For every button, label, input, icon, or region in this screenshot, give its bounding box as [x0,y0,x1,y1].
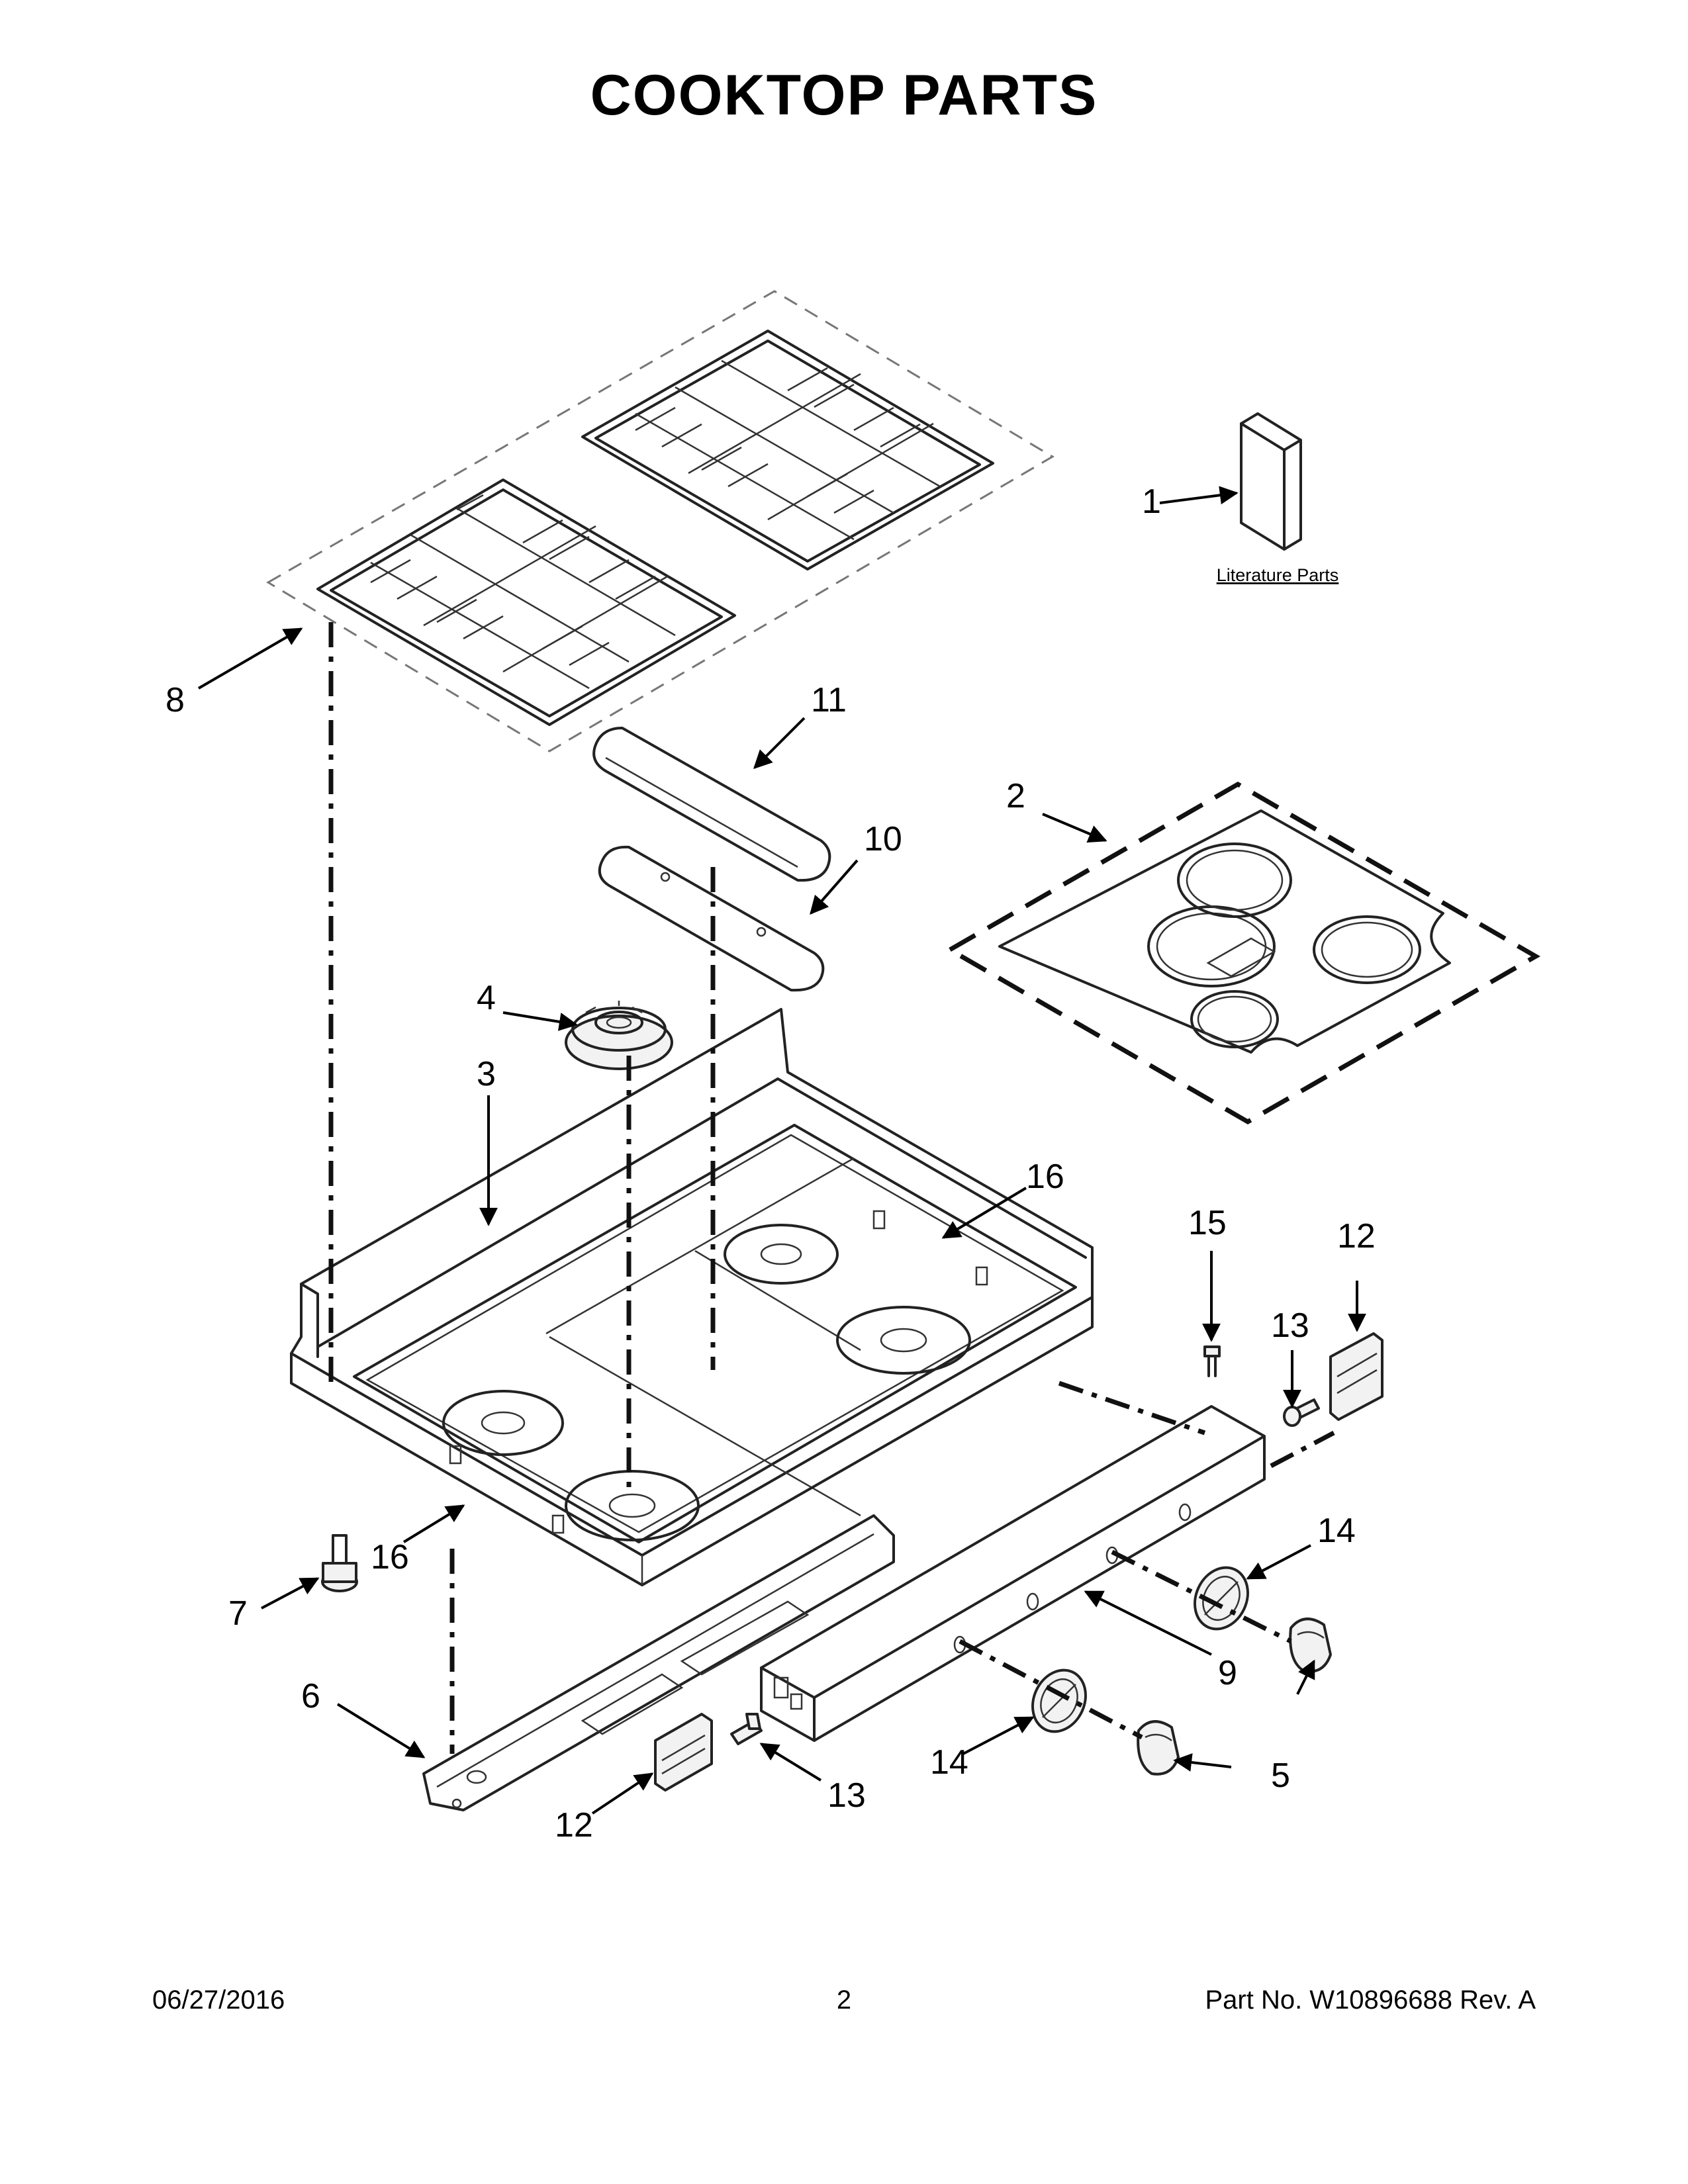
callout-2: 2 [1006,777,1025,815]
leader-arrows [197,486,1366,1815]
callout-7: 7 [228,1594,248,1633]
footer-page-number: 2 [836,1985,852,2015]
knob-bezel-right [1194,1566,1249,1631]
callout-14-left: 14 [930,1743,968,1782]
callout-11: 11 [811,681,847,719]
callout-13-right: 13 [1271,1306,1309,1345]
callout-1: 1 [1142,482,1161,521]
callout-12-front: 12 [555,1806,593,1844]
callout-6: 6 [301,1677,320,1715]
alignment-lines [328,622,1335,1754]
page-title: COOKTOP PARTS [590,64,1098,127]
callout-16-back: 16 [1026,1158,1064,1196]
callout-4: 4 [477,979,496,1017]
manifold-panel [760,1405,1266,1742]
grate-right [581,330,994,570]
burner-grates [266,290,1055,752]
callout-labels: 1 2 3 4 5 6 7 8 9 10 11 12 12 13 13 14 1… [165,482,1376,1844]
grate-left [316,478,736,726]
cooktop-main-tray [290,1008,1094,1586]
callout-13-front: 13 [827,1776,866,1815]
front-bracket [422,1514,895,1811]
griddle-cover [592,727,831,882]
literature-parts-label: Literature Parts [1217,565,1339,585]
screw-front [730,1713,763,1745]
literature-booklet [1240,412,1302,551]
footer-date: 06/27/2016 [152,1985,285,2015]
callout-8: 8 [165,681,185,719]
footer-part-number: Part No. W10896688 Rev. A [1205,1985,1536,2015]
callout-5: 5 [1271,1756,1290,1795]
cooktop-glass [945,781,1541,1125]
control-knob-right [1289,1617,1332,1673]
callout-15: 15 [1188,1204,1227,1242]
heat-shield-front [654,1713,713,1792]
control-knob-left [1137,1720,1180,1776]
callout-12-right: 12 [1337,1217,1376,1255]
spark-igniter [321,1534,358,1592]
callout-14-right: 14 [1317,1512,1356,1550]
screw-top [1203,1345,1221,1377]
callout-3: 3 [477,1055,496,1093]
griddle-plate [598,845,825,992]
callout-16-front: 16 [371,1538,409,1576]
surface-burner [565,1001,673,1070]
callout-9: 9 [1218,1654,1237,1692]
callout-10: 10 [864,820,902,858]
knob-bezel-left [1031,1668,1087,1733]
heat-shield-right [1329,1332,1383,1421]
screw-right [1283,1398,1320,1427]
